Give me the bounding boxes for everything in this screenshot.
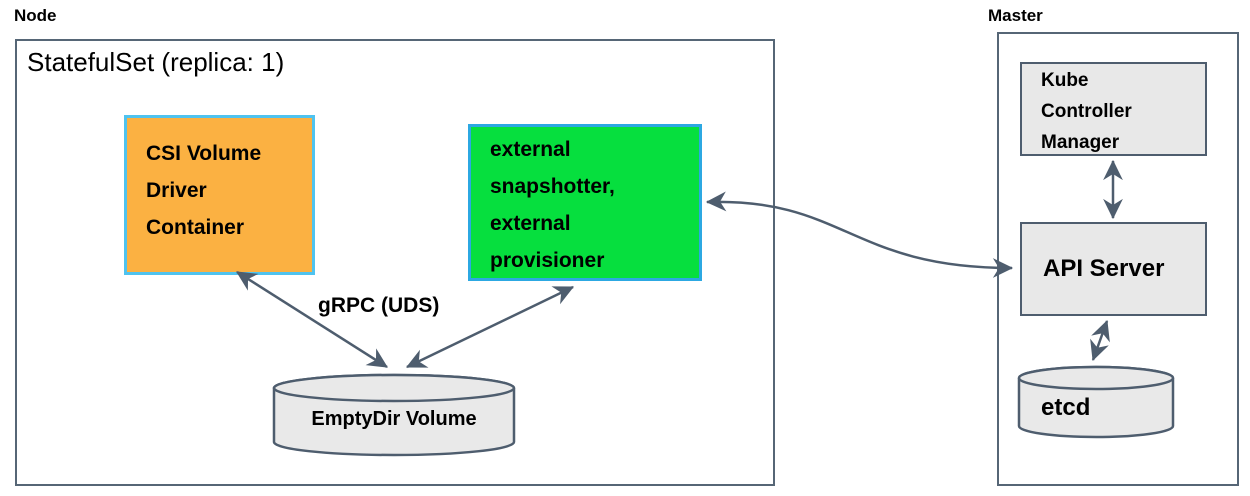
etcd-label: etcd — [1041, 394, 1091, 421]
master-section-title: Master — [988, 6, 1043, 25]
emptydir-volume-label: EmptyDir Volume — [311, 408, 477, 430]
external-snapshotter-provisioner-box: external snapshotter, external provision… — [468, 124, 702, 281]
node-section-title: Node — [14, 6, 57, 25]
kube-controller-manager-box: Kube Controller Manager — [1020, 62, 1207, 156]
grpc-uds-label: gRPC (UDS) — [318, 294, 440, 317]
api-server-box: API Server — [1020, 222, 1207, 316]
csi-volume-driver-box: CSI Volume Driver Container — [124, 115, 315, 275]
statefulset-title: StatefulSet (replica: 1) — [27, 47, 285, 77]
